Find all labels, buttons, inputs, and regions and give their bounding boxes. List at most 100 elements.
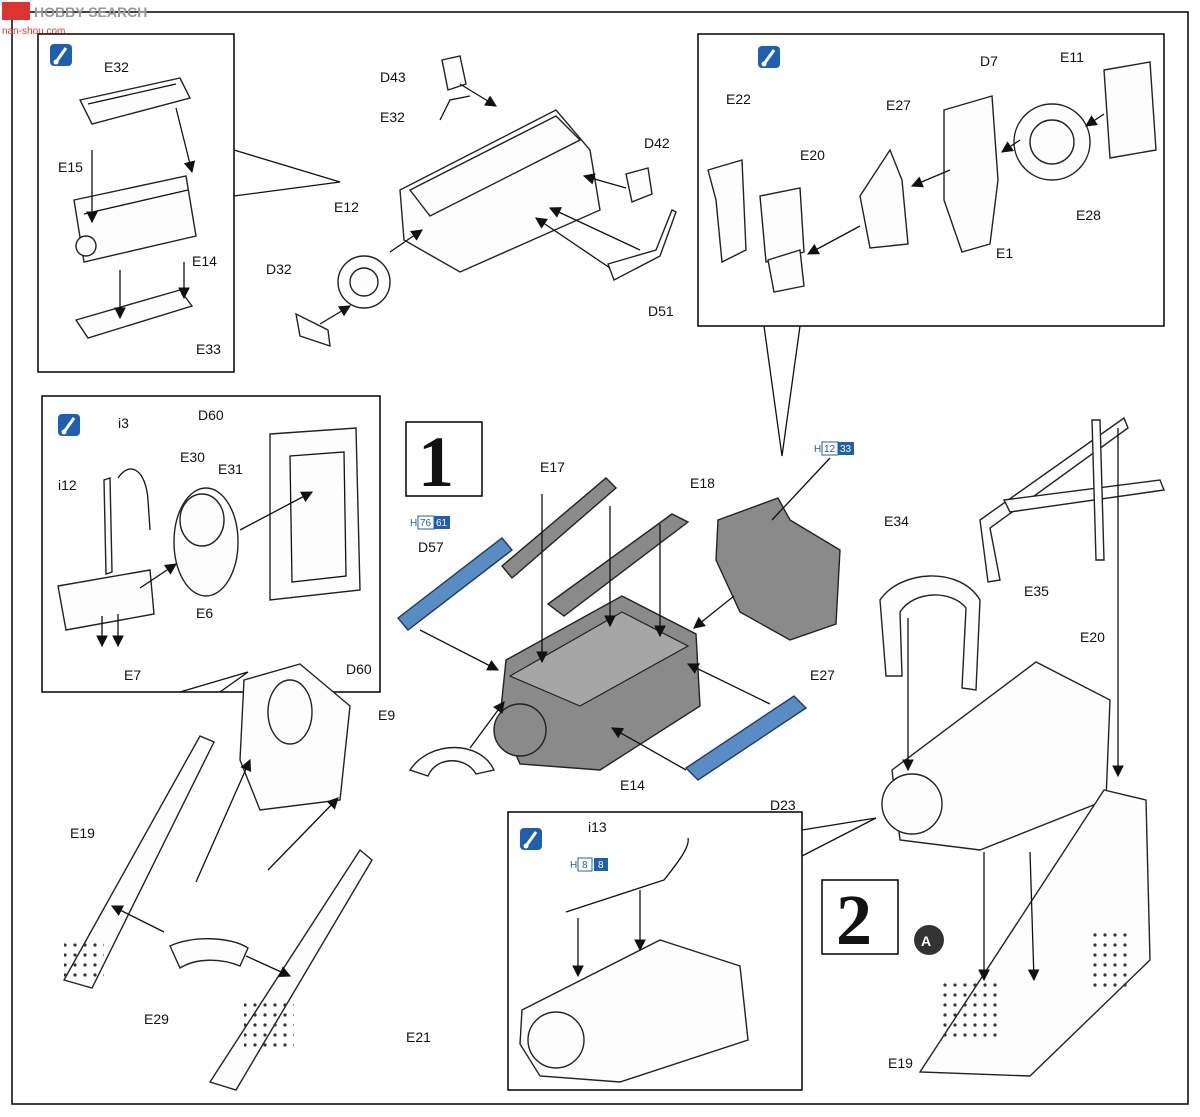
label-d51: D51 bbox=[648, 303, 674, 319]
part-e19-rail bbox=[62, 735, 215, 989]
label-d42: D42 bbox=[644, 135, 670, 151]
label-i12: i12 bbox=[58, 477, 77, 493]
detail-box-mid-left: i3 D60 i12 E30 E31 E6 E7 bbox=[41, 395, 381, 693]
part-d60-panel bbox=[269, 427, 361, 601]
label-e18: E18 bbox=[690, 475, 715, 491]
svg-text:8: 8 bbox=[598, 860, 604, 871]
label-d43: D43 bbox=[380, 69, 406, 85]
svg-text:12: 12 bbox=[824, 444, 836, 455]
label-e27: E27 bbox=[810, 667, 835, 683]
label-e29: E29 bbox=[144, 1011, 169, 1027]
svg-text:61: 61 bbox=[436, 518, 448, 529]
label-e9: E9 bbox=[378, 707, 395, 723]
step-2-assembly: E34 E35 E20 E19 bbox=[879, 416, 1165, 1077]
main-engine-assembly: E17 E18 D57 E27 E9 E14 D23 bbox=[378, 459, 841, 813]
label-d60: D60 bbox=[198, 407, 224, 423]
label-e6: E6 bbox=[196, 605, 213, 621]
part-e29 bbox=[169, 938, 249, 970]
part-d43 bbox=[441, 55, 467, 91]
label-e21: E21 bbox=[406, 1029, 431, 1045]
part-d57 bbox=[396, 537, 514, 631]
note-icon bbox=[758, 46, 780, 68]
label-e35: E35 bbox=[1024, 583, 1049, 599]
label-e20: E20 bbox=[800, 147, 825, 163]
part-e27-housing bbox=[715, 497, 841, 641]
part-d32 bbox=[295, 312, 331, 348]
label-e14: E14 bbox=[192, 253, 217, 269]
label-d32: D32 bbox=[266, 261, 292, 277]
part-e17 bbox=[501, 477, 618, 579]
label-i3: i3 bbox=[118, 415, 129, 431]
part-e9 bbox=[408, 746, 496, 777]
leader-e27 bbox=[771, 457, 831, 521]
label-e19: E19 bbox=[70, 825, 95, 841]
sub-assembly-a-label: A bbox=[921, 933, 931, 949]
part-i3 bbox=[117, 468, 151, 531]
label-e17: E17 bbox=[540, 459, 565, 475]
label-i13: i13 bbox=[588, 819, 607, 835]
watermark-url: nan-shou.com bbox=[2, 26, 65, 37]
step-1-number: 1 bbox=[418, 422, 454, 502]
part-e33-pan bbox=[74, 289, 194, 339]
label-e19: E19 bbox=[888, 1055, 913, 1071]
label-e15: E15 bbox=[58, 159, 83, 175]
part-i13 bbox=[565, 837, 689, 913]
label-e32: E32 bbox=[104, 59, 129, 75]
label-e22: E22 bbox=[726, 91, 751, 107]
detail-box-top-left: E32 E15 E14 E33 bbox=[37, 33, 341, 373]
label-d60: D60 bbox=[346, 661, 372, 677]
paint-code-e27: H 12 33 bbox=[814, 441, 854, 456]
part-e20 bbox=[759, 187, 805, 263]
detail-box-top-right: E22 E20 E27 D7 E11 E28 E1 bbox=[697, 33, 1165, 457]
part-e11 bbox=[1103, 61, 1157, 159]
step-1-marker: 1 bbox=[405, 421, 483, 502]
page-border bbox=[11, 11, 1189, 1105]
paint-code-i13: H 8 8 bbox=[570, 857, 608, 872]
part-e6 bbox=[57, 569, 155, 631]
sub-assembly-a-badge: A bbox=[914, 925, 944, 955]
part-e18 bbox=[546, 513, 690, 617]
label-e11: E11 bbox=[1060, 49, 1084, 65]
label-e1: E1 bbox=[996, 245, 1013, 261]
frame-assembly-left: D60 E19 E29 E21 bbox=[62, 661, 431, 1091]
part-e22 bbox=[707, 159, 747, 264]
label-d57: D57 bbox=[418, 539, 444, 555]
label-e33: E33 bbox=[196, 341, 221, 357]
label-e27: E27 bbox=[886, 97, 911, 113]
label-e31: E31 bbox=[218, 461, 243, 477]
svg-text:76: 76 bbox=[420, 518, 432, 529]
note-icon bbox=[520, 828, 542, 850]
label-e12: E12 bbox=[334, 199, 359, 215]
part-d23 bbox=[684, 695, 808, 781]
watermark: HOBBY SEARCH nan-shou.com bbox=[2, 2, 147, 37]
svg-text:8: 8 bbox=[582, 860, 588, 871]
part-e12-gear bbox=[337, 255, 391, 309]
part-e28-gear bbox=[1013, 103, 1091, 181]
note-icon bbox=[50, 44, 72, 66]
svg-text:H: H bbox=[410, 518, 417, 529]
note-icon bbox=[58, 414, 80, 436]
paint-code-d57: H 76 61 bbox=[410, 515, 450, 530]
svg-text:H: H bbox=[814, 444, 821, 455]
detail-box-bottom-center: i13 H 8 8 bbox=[507, 811, 877, 1091]
label-e34: E34 bbox=[884, 513, 909, 529]
watermark-brand: HOBBY SEARCH bbox=[34, 4, 147, 20]
part-e21-rail bbox=[208, 848, 373, 1091]
watermark-logo-icon bbox=[2, 2, 30, 20]
engine-block-top: D43 E32 D42 E12 D32 D51 bbox=[266, 55, 677, 348]
step-2-marker: 2 bbox=[821, 879, 899, 960]
part-e34 bbox=[879, 575, 981, 691]
part-e27 bbox=[859, 148, 909, 249]
part-d51 bbox=[607, 209, 677, 281]
label-e20: E20 bbox=[1080, 629, 1105, 645]
label-d23: D23 bbox=[770, 797, 796, 813]
label-e32: E32 bbox=[380, 109, 405, 125]
label-e14: E14 bbox=[620, 777, 645, 793]
part-d42 bbox=[625, 167, 653, 203]
svg-text:33: 33 bbox=[840, 444, 852, 455]
label-e30: E30 bbox=[180, 449, 205, 465]
svg-text:H: H bbox=[570, 860, 577, 871]
label-e7: E7 bbox=[124, 667, 141, 683]
label-e28: E28 bbox=[1076, 207, 1101, 223]
